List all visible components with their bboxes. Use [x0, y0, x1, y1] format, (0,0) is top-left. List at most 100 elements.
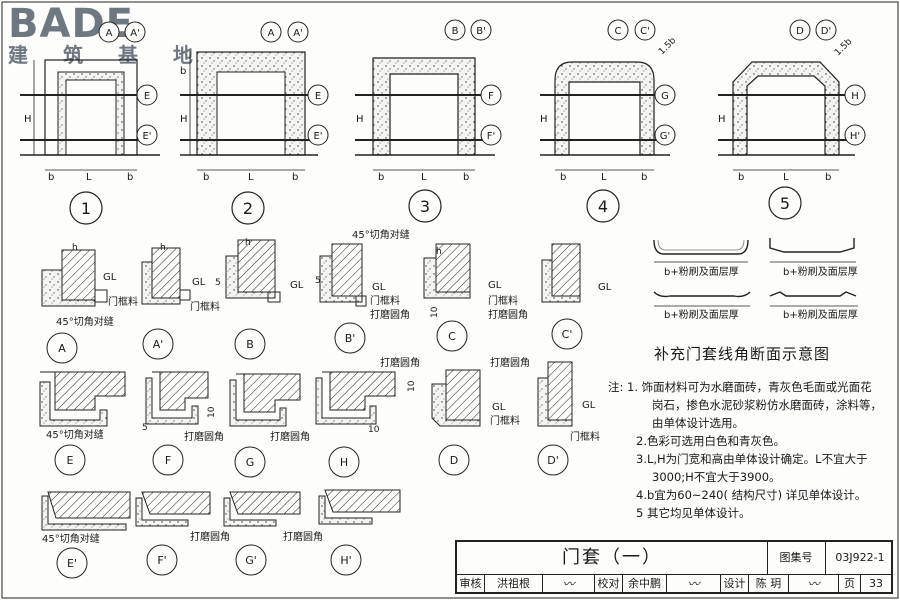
title-block: 门套（一） 图集号 03J922-1 审核 洪祖根 〰 校对 余中鹏 〰 设计 …	[455, 540, 893, 594]
atlas-number: 03J922-1	[835, 551, 885, 564]
section-F: 5 F	[142, 371, 209, 476]
dim-5-b-prime: 5	[315, 276, 321, 286]
section-label-f-prime: F'	[157, 554, 166, 567]
tag-2-e-prime: E'	[313, 131, 322, 142]
detail-number-1: 1	[81, 199, 91, 218]
page-label: 页	[839, 574, 861, 594]
label-gl-b-prime: GL	[372, 282, 386, 293]
notes-block: 注: 1. 饰面材料可为水磨面砖，青灰色毛面或光面花 岗石，掺色水泥砂浆粉仿水磨…	[608, 378, 893, 522]
elevation-1: H b L b A A' E E' 1	[20, 21, 160, 225]
label-grind-g-prime: 打磨圆角	[190, 530, 230, 543]
section-label-b-prime: B'	[345, 332, 356, 345]
section-label-f: F	[165, 454, 171, 467]
caption-profile-2: b+粉刷及面层厚	[783, 265, 858, 278]
section-label-a-prime: A'	[153, 338, 164, 351]
dim-b-4b: b	[641, 172, 647, 183]
label-cut45-e-prime: 45°切角对缝	[42, 532, 100, 545]
label-frame-a: 门框料	[108, 295, 138, 308]
dim-L-1: L	[86, 172, 92, 183]
label-gl-a: GL	[103, 272, 117, 283]
tag-4-c-prime: C'	[640, 26, 650, 37]
section-label-d-prime: D'	[547, 454, 559, 467]
section-C-prime: GL C'	[541, 243, 612, 350]
tag-5-h-prime: H'	[850, 131, 860, 142]
dim-H-4: H	[540, 114, 548, 125]
label-frame-a-prime: 门框料	[190, 300, 220, 313]
label-frame-c: 门框料	[488, 294, 518, 307]
dim-10-c: 10	[430, 306, 440, 318]
note-line-6: 3000;H不宜大于3900。	[652, 470, 781, 484]
section-G: 10 打磨圆角 打磨圆角 G	[184, 373, 310, 478]
label-frame-d-prime: 门框料	[570, 430, 600, 443]
dim-1-5b-5: 1.5b	[833, 37, 854, 58]
section-A: GL 门框料 45°切角对缝 h A	[41, 243, 138, 364]
section-label-c: C	[448, 330, 456, 343]
caption-profile-4: b+粉刷及面层厚	[783, 308, 858, 321]
label-grind-c: 打磨圆角	[488, 308, 528, 321]
tag-5-h: H	[851, 91, 859, 102]
note-line-8: 5 其它均见单体设计。	[636, 506, 751, 520]
label-cut45-b-prime: 45°切角对缝	[352, 228, 410, 241]
dim-b-2b: b	[292, 172, 298, 183]
page-number: 33	[869, 577, 883, 590]
section-B: GL 5 h B	[215, 238, 304, 360]
label-gl-d: GL	[492, 402, 506, 413]
tag-1-e: E	[144, 91, 150, 102]
checker-signature: 〰	[667, 574, 721, 594]
dim-b-2v: b	[180, 66, 186, 77]
section-label-h-prime: H'	[340, 554, 351, 567]
section-D: 打磨圆角 GL 门框料 10 D	[380, 356, 520, 476]
label-frame-b-prime: 门框料	[370, 294, 400, 307]
dim-5-f: 5	[142, 423, 148, 433]
tag-2-e: E	[315, 91, 321, 102]
atlas-label: 图集号	[767, 542, 826, 574]
title-block-top-row: 门套（一） 图集号 03J922-1	[457, 542, 891, 575]
tag-4-g: G	[661, 91, 669, 102]
label-grind-d: 打磨圆角	[380, 356, 420, 369]
dim-h-c: h	[436, 247, 442, 257]
tag-5-d: D	[796, 26, 804, 37]
section-B-prime: 45°切角对缝 GL 门框料 打磨圆角 5 B'	[315, 228, 410, 354]
label-cut45-e: 45°切角对缝	[46, 428, 104, 441]
dim-h-a-prime: h	[160, 243, 166, 253]
label-grind-g2: 打磨圆角	[270, 430, 310, 443]
dim-H-2: H	[180, 114, 188, 125]
dim-b-5a: b	[738, 172, 744, 183]
section-label-e: E	[67, 454, 74, 467]
dim-L-4: L	[601, 172, 607, 183]
review-label: 审核	[457, 574, 485, 594]
tag-1-e-prime: E'	[142, 131, 151, 142]
elevation-5: H b L b 1.5b D D' H H' 5	[718, 19, 866, 220]
section-label-a: A	[58, 342, 66, 355]
dim-h-b: h	[245, 238, 251, 248]
section-label-c-prime: C'	[562, 328, 573, 341]
drawing-title: 门套（一）	[457, 542, 768, 574]
dim-b-3a: b	[378, 172, 384, 183]
note-line-7: 4.b宜为60~240( 结构尺寸) 详见单体设计。	[636, 488, 867, 502]
dim-L-3: L	[421, 172, 427, 183]
dim-b-5b: b	[825, 172, 831, 183]
check-label: 校对	[595, 574, 623, 594]
reviewer-name: 洪祖根	[485, 574, 543, 594]
label-grind-g: 打磨圆角	[184, 430, 224, 443]
section-G-prime: 打磨圆角 G'	[190, 491, 301, 576]
supplement-title: 补充门套线角断面示意图	[654, 345, 831, 363]
dim-b-1b: b	[127, 172, 133, 183]
tag-4-g-prime: G'	[660, 131, 671, 142]
tag-3-f: F	[488, 91, 494, 102]
note-line-4: 2.色彩可选用白色和青灰色。	[636, 434, 785, 448]
note-line-1: 注: 1. 饰面材料可为水磨面砖，青灰色毛面或光面花	[608, 380, 872, 394]
reviewer-signature: 〰	[543, 574, 595, 594]
dim-L-2: L	[248, 172, 254, 183]
section-D-prime: 打磨圆角 GL 门框料 D'	[490, 356, 600, 476]
dim-b-2a: b	[203, 172, 209, 183]
tag-1-a-prime: A'	[130, 28, 140, 39]
section-A-prime: GL 门框料 h A'	[141, 243, 220, 360]
section-H-prime: 打磨圆角 H'	[283, 489, 401, 576]
elevation-2: H b b L b A A' E E' 2	[180, 21, 329, 225]
dim-10-d: 10	[407, 380, 417, 392]
dim-1-5b-4: 1.5b	[657, 36, 678, 57]
